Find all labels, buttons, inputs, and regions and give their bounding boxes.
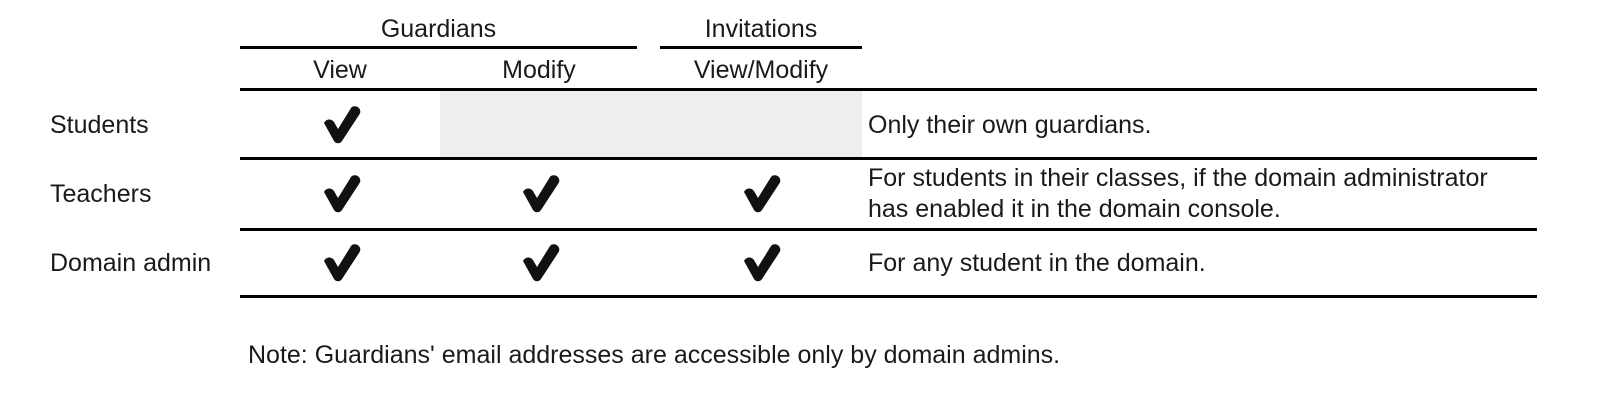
check-mark-icon — [318, 173, 362, 213]
check-mark-icon — [738, 242, 782, 282]
group-header-invitations: Invitations — [704, 15, 818, 43]
check-mark-icon — [517, 242, 561, 282]
table-rule-top — [240, 88, 1537, 91]
group-header-rule-guardians — [240, 46, 637, 49]
row-label-domain-admin: Domain admin — [50, 249, 212, 277]
row-description-students: Only their own guardians. — [868, 111, 1152, 139]
check-mark-icon — [517, 173, 561, 213]
footnote: Note: Guardians' email addresses are acc… — [248, 341, 1061, 369]
shaded-cell-students-modify — [440, 91, 862, 157]
column-header-view-modify: View/Modify — [693, 56, 829, 84]
table-rule-bottom — [240, 295, 1537, 298]
table-rule-teachers — [240, 228, 1537, 231]
group-header-guardians: Guardians — [380, 15, 497, 43]
row-description-teachers: For students in their classes, if the do… — [868, 164, 1488, 223]
check-mark-icon — [738, 173, 782, 213]
row-description-domain-admin: For any student in the domain. — [868, 249, 1206, 277]
row-label-teachers: Teachers — [50, 180, 152, 208]
column-header-modify: Modify — [502, 56, 576, 84]
column-header-view: View — [313, 56, 367, 84]
check-mark-icon — [318, 242, 362, 282]
group-header-rule-invitations — [660, 46, 862, 49]
check-mark-icon — [318, 104, 362, 144]
table-rule-students — [240, 157, 1537, 160]
row-label-students: Students — [50, 111, 149, 139]
